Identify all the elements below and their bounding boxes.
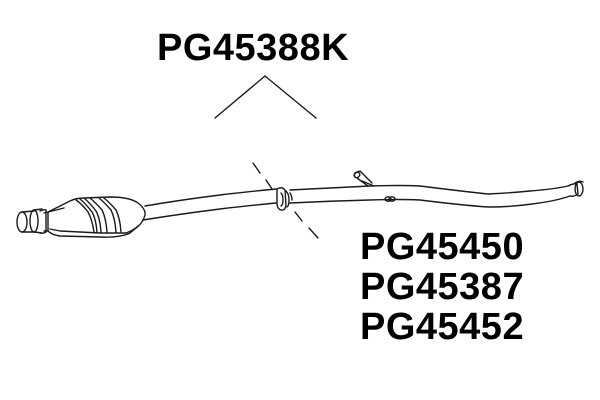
pipe-clamp [276,187,293,211]
main-part-number-label: PG45388K [157,27,350,69]
related-part-label: PG45387 [360,266,525,308]
related-part-label: PG45450 [360,226,525,268]
hanger-ring [384,196,396,202]
catalytic-converter [47,196,146,238]
sensor-boss [353,170,375,187]
cut-line [252,162,319,239]
kit-pointer-lines [214,75,317,119]
front-pipe [142,188,277,221]
rear-pipe-outlet [567,180,584,197]
rear-pipe [289,184,571,208]
inlet-flange [16,208,49,235]
related-part-label: PG45452 [360,306,525,348]
related-parts-list: PG45450 PG45387 PG45452 [360,227,524,347]
